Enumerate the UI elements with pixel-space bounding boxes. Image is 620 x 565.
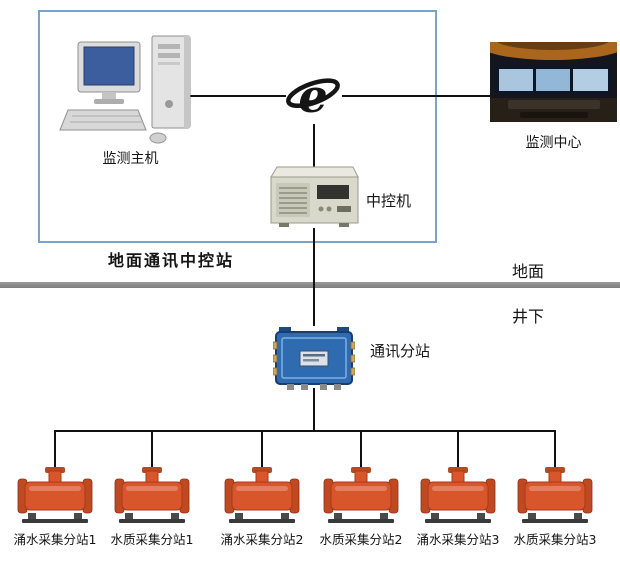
rack-server-icon xyxy=(270,166,359,227)
underground-label: 井下 xyxy=(512,307,545,326)
station-node-1: 涌水采集分站1 xyxy=(5,466,105,548)
bus-line xyxy=(54,430,556,432)
drop-line-6 xyxy=(554,430,556,468)
control-machine-label: 中控机 xyxy=(366,192,412,210)
station-label: 水质采集分站2 xyxy=(319,532,403,547)
station-node-4: 水质采集分站2 xyxy=(311,466,411,548)
station-label: 涌水采集分站3 xyxy=(416,532,500,547)
station-node-2: 水质采集分站1 xyxy=(102,466,202,548)
line-internet-to-server xyxy=(313,116,315,168)
drop-line-3 xyxy=(261,430,263,468)
tower xyxy=(151,35,191,129)
line-server-to-substation xyxy=(313,228,315,326)
mouse xyxy=(149,132,167,144)
station-label: 涌水采集分站1 xyxy=(13,532,97,547)
drop-line-4 xyxy=(360,430,362,468)
station-node-6: 水质采集分站3 xyxy=(505,466,605,548)
desktop-computer-icon xyxy=(59,35,191,144)
monitoring-center-image xyxy=(490,42,617,122)
host-label: 监测主机 xyxy=(102,151,159,167)
line-substation-to-bus xyxy=(313,388,315,432)
keyboard xyxy=(59,109,147,131)
station-node-3: 涌水采集分站2 xyxy=(212,466,312,548)
drop-line-1 xyxy=(54,430,56,468)
flow-sensor-icon xyxy=(114,466,190,524)
station-node-5: 涌水采集分站3 xyxy=(408,466,508,548)
surface-underground-divider xyxy=(0,282,620,288)
flow-sensor-icon xyxy=(17,466,93,524)
drop-line-5 xyxy=(457,430,459,468)
flow-sensor-icon xyxy=(517,466,593,524)
ground-station-box-label: 地面通讯中控站 xyxy=(108,251,235,270)
flow-sensor-icon xyxy=(420,466,496,524)
station-label: 涌水采集分站2 xyxy=(220,532,304,547)
drop-line-2 xyxy=(151,430,153,468)
e-globe-icon: e xyxy=(286,68,342,124)
flow-sensor-icon xyxy=(323,466,399,524)
substation-label: 通讯分站 xyxy=(370,342,431,360)
monitoring-center-label: 监测中心 xyxy=(525,135,582,151)
ground-station-box xyxy=(38,10,437,243)
surface-label: 地面 xyxy=(512,262,545,281)
junction-box-icon xyxy=(273,327,355,390)
station-label: 水质采集分站3 xyxy=(513,532,597,547)
monitor xyxy=(77,41,141,104)
station-label: 水质采集分站1 xyxy=(110,532,194,547)
svg-text:e: e xyxy=(298,69,327,123)
flow-sensor-icon xyxy=(224,466,300,524)
